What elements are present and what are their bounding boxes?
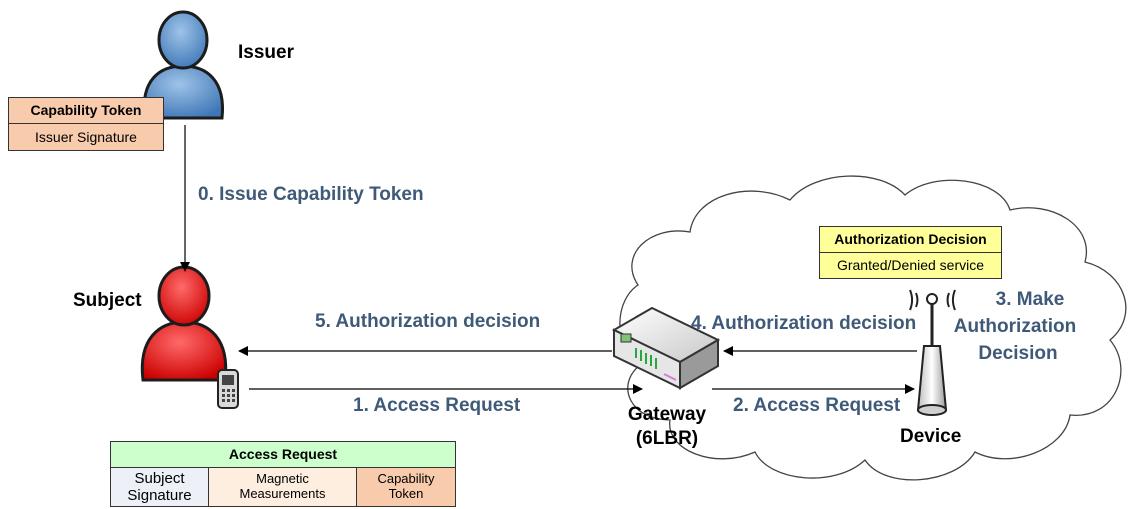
authorization-decision-header: Authorization Decision — [819, 226, 1002, 253]
step-2-label: 2. Access Request — [733, 395, 901, 416]
magnetic-measurements-cell: Magnetic Measurements — [208, 467, 357, 507]
router-icon — [611, 306, 721, 390]
magnetic-measurements-line2: Measurements — [239, 486, 326, 501]
step-1-label: 1. Access Request — [353, 395, 521, 416]
subject-signature-line2: Signature — [127, 487, 192, 504]
subject-signature-cell: Subject Signature — [110, 467, 209, 507]
capability-token-cell: Capability Token — [356, 467, 456, 507]
magnetic-measurements-line1: Magnetic — [256, 471, 309, 487]
issuer-signature-cell: Issuer Signature — [8, 123, 164, 151]
subject-signature-line1: Subject — [134, 469, 185, 487]
antenna-icon — [909, 289, 956, 416]
step-5-label: 5. Authorization decision — [315, 311, 541, 332]
capability-token-header: Capability Token — [8, 97, 164, 124]
phone-icon — [217, 369, 239, 409]
issuer-label: Issuer — [238, 42, 294, 63]
arrows — [180, 125, 917, 394]
capability-token-line2: Token — [388, 486, 424, 501]
subject-person-icon — [140, 265, 228, 382]
step-3-label-line2: Authorization — [953, 316, 1077, 337]
device-label: Device — [900, 426, 962, 447]
subject-label: Subject — [73, 290, 142, 311]
step-3-label-line1: 3. Make — [995, 289, 1065, 310]
step-0-label: 0. Issue Capability Token — [198, 184, 424, 205]
step-4-label: 4. Authorization decision — [691, 313, 917, 334]
step-3-label-line3: Decision — [978, 343, 1058, 364]
granted-denied-cell: Granted/Denied service — [819, 252, 1002, 279]
capability-token-line1: Capability — [377, 471, 435, 487]
gateway-label: Gateway — [627, 404, 707, 425]
gateway-sublabel: (6LBR) — [635, 428, 699, 449]
access-request-header: Access Request — [110, 441, 456, 468]
